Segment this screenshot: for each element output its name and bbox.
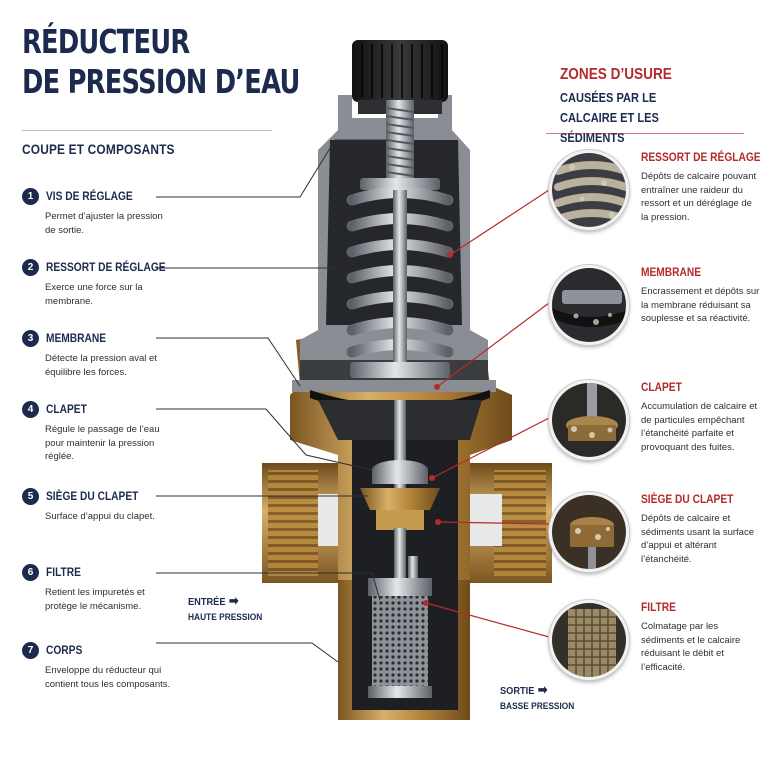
component-description: Régule le passage de l’eau pour mainteni…	[45, 424, 160, 462]
component-number: 6	[22, 564, 39, 581]
component-number: 1	[22, 188, 39, 205]
wear-zone-description: Colmatage par les sédiments et le calcai…	[641, 621, 741, 673]
component-description: Retient les impuretés et protège le méca…	[45, 587, 145, 612]
outlet-label-text: SORTIE	[500, 685, 535, 697]
wear-zone-description: Accumulation de calcaire et de particule…	[641, 401, 758, 453]
component-description: Enveloppe du réducteur qui contient tous…	[45, 665, 171, 690]
component-number: 4	[22, 401, 39, 418]
component-name: CLAPET	[46, 402, 87, 416]
title-divider	[22, 130, 272, 131]
wear-zone-name: SIÈGE DU CLAPET	[641, 492, 734, 506]
component-number: 3	[22, 330, 39, 347]
wear-zones-subtitle-text: CAUSÉES PAR LE CALCAIRE ET LES SÉDIMENTS	[560, 90, 659, 145]
wear-zones-subtitle: CAUSÉES PAR LE CALCAIRE ET LES SÉDIMENTS	[560, 88, 730, 148]
wear-zone-name: CLAPET	[641, 380, 682, 394]
wear-closeup-spring-image	[549, 150, 629, 230]
page-title-line-2: DE PRESSION D’EAU	[22, 62, 300, 101]
inlet-label-text: ENTRÉE	[188, 596, 226, 608]
inlet-pressure-label: HAUTE PRESSION	[188, 612, 263, 623]
page-subtitle: COUPE ET COMPOSANTS	[22, 141, 175, 157]
component-number: 2	[22, 259, 39, 276]
wear-zone-name: RESSORT DE RÉGLAGE	[641, 150, 761, 164]
component-number: 7	[22, 642, 39, 659]
component-name: CORPS	[46, 643, 83, 657]
outlet-label: SORTIE➡ BASSE PRESSION	[500, 682, 574, 712]
wear-closeup-seat-image	[549, 492, 629, 572]
page-title-line-1: RÉDUCTEUR	[22, 22, 190, 61]
component-name: SIÈGE DU CLAPET	[46, 489, 139, 503]
outlet-pressure-label: BASSE PRESSION	[500, 701, 575, 712]
component-name: FILTRE	[46, 565, 81, 579]
component-description: Permet d’ajuster la pression de sortie.	[45, 211, 163, 236]
wear-zone-description: Dépôts de calcaire et sédiments usant la…	[641, 513, 755, 565]
component-description: Surface d’appui du clapet.	[45, 511, 155, 522]
component-name: RESSORT DE RÉGLAGE	[46, 260, 166, 274]
component-description: Exerce une force sur la membrane.	[45, 282, 143, 307]
wear-zone-name: FILTRE	[641, 600, 676, 614]
inlet-label: ENTRÉE➡ HAUTE PRESSION	[188, 593, 262, 623]
wear-zone-name: MEMBRANE	[641, 265, 702, 279]
wear-closeup-membrane-image	[549, 265, 629, 345]
component-description: Détecte la pression aval et équilibre le…	[45, 353, 157, 378]
component-name: VIS DE RÉGLAGE	[46, 189, 133, 203]
arrow-right-icon: ➡	[537, 682, 548, 697]
wear-zones-title: ZONES D’USURE	[560, 66, 672, 83]
page-title: RÉDUCTEUR DE PRESSION D’EAU	[22, 22, 300, 102]
wear-zone-description: Encrassement et dépôts sur la membrane r…	[641, 286, 760, 324]
wear-zones-divider	[546, 133, 744, 134]
wear-closeup-filter-image	[549, 600, 629, 680]
component-name: MEMBRANE	[46, 331, 107, 345]
wear-closeup-clapet-image	[549, 380, 629, 460]
arrow-right-icon: ➡	[229, 593, 239, 608]
component-number: 5	[22, 488, 39, 505]
wear-zone-description: Dépôts de calcaire pouvant entraîner une…	[641, 171, 757, 223]
